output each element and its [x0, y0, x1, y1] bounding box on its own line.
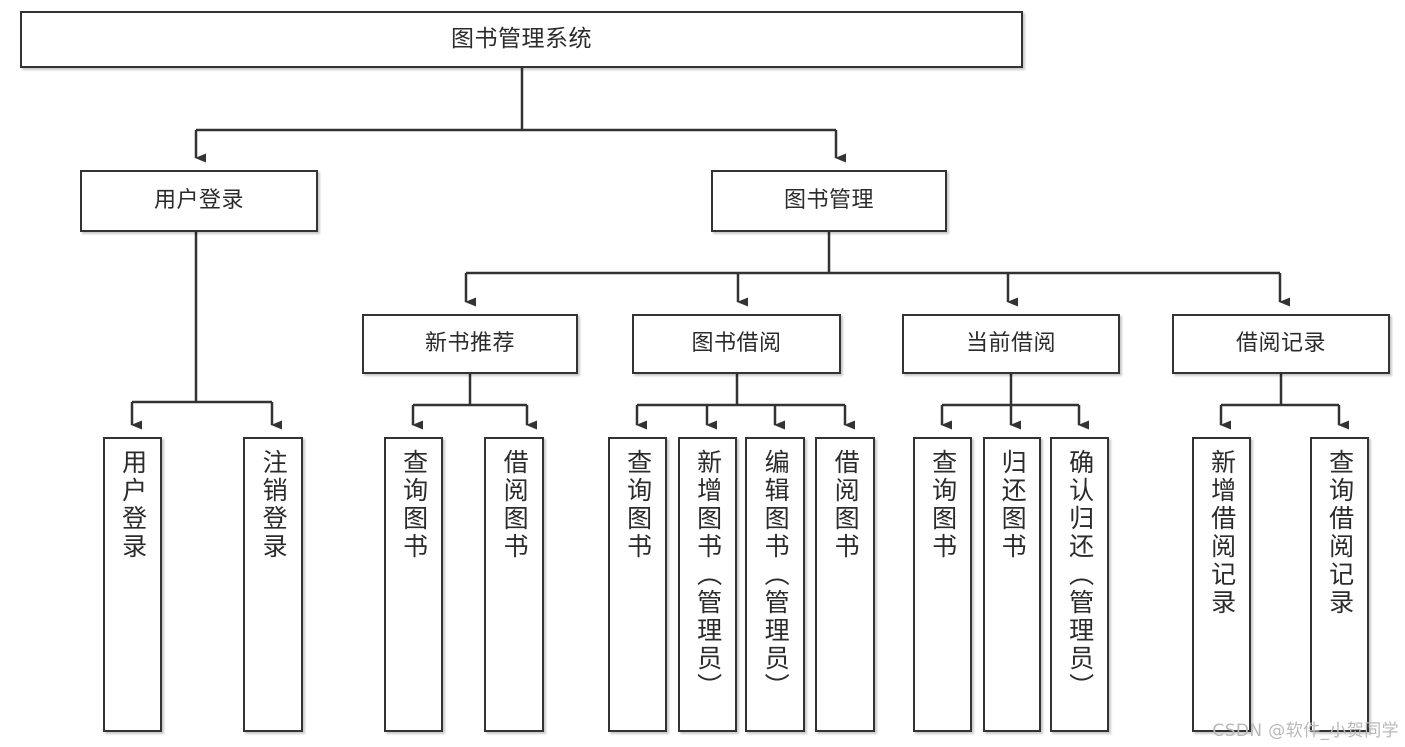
leaf-confirm-return[interactable]: 确认归还（管理员）	[1050, 437, 1109, 732]
node-new-book-recommend-label: 新书推荐	[424, 330, 515, 356]
leaf-add-book-label: 新增图书（管理员）	[693, 449, 723, 701]
node-book-borrow-label: 图书借阅	[691, 330, 782, 356]
node-book-borrow[interactable]: 图书借阅	[632, 314, 841, 374]
leaf-logout[interactable]: 注销登录	[243, 437, 303, 732]
node-root-label: 图书管理系统	[451, 25, 592, 52]
leaf-return-book[interactable]: 归还图书	[983, 437, 1041, 732]
node-borrow-record[interactable]: 借阅记录	[1172, 314, 1390, 374]
leaf-query-book-1-label: 查询图书	[399, 449, 429, 561]
leaf-add-book[interactable]: 新增图书（管理员）	[678, 437, 737, 732]
csdn-watermark: CSDN @软件_小贺同学	[1212, 721, 1399, 741]
node-borrow-record-label: 借阅记录	[1235, 330, 1326, 356]
leaf-query-book-1[interactable]: 查询图书	[384, 437, 443, 732]
leaf-query-book-3[interactable]: 查询图书	[913, 437, 972, 732]
leaf-query-book-2[interactable]: 查询图书	[608, 437, 667, 732]
leaf-edit-book-label: 编辑图书（管理员）	[761, 449, 791, 701]
node-user-login[interactable]: 用户登录	[80, 170, 318, 232]
leaf-query-record[interactable]: 查询借阅记录	[1310, 437, 1369, 732]
node-current-borrow[interactable]: 当前借阅	[902, 314, 1120, 374]
node-current-borrow-label: 当前借阅	[965, 330, 1056, 356]
leaf-borrow-book-2[interactable]: 借阅图书	[815, 437, 875, 732]
leaf-return-book-label: 归还图书	[998, 449, 1028, 561]
node-root[interactable]: 图书管理系统	[20, 11, 1023, 68]
leaf-query-book-3-label: 查询图书	[928, 449, 958, 561]
node-book-manage[interactable]: 图书管理	[711, 170, 947, 232]
leaf-edit-book[interactable]: 编辑图书（管理员）	[745, 437, 805, 732]
leaf-confirm-return-label: 确认归还（管理员）	[1065, 449, 1095, 701]
leaf-add-record[interactable]: 新增借阅记录	[1192, 437, 1251, 732]
leaf-add-record-label: 新增借阅记录	[1207, 449, 1237, 617]
node-user-login-label: 用户登录	[153, 187, 244, 213]
leaf-user-login-label: 用户登录	[118, 449, 148, 561]
leaf-borrow-book-1[interactable]: 借阅图书	[484, 437, 544, 732]
leaf-query-record-label: 查询借阅记录	[1325, 449, 1355, 617]
node-new-book-recommend[interactable]: 新书推荐	[362, 314, 578, 374]
leaf-user-login[interactable]: 用户登录	[103, 437, 162, 732]
leaf-borrow-book-2-label: 借阅图书	[831, 449, 861, 561]
leaf-borrow-book-1-label: 借阅图书	[500, 449, 530, 561]
leaf-logout-label: 注销登录	[259, 449, 289, 561]
node-book-manage-label: 图书管理	[783, 187, 874, 213]
leaf-query-book-2-label: 查询图书	[623, 449, 653, 561]
